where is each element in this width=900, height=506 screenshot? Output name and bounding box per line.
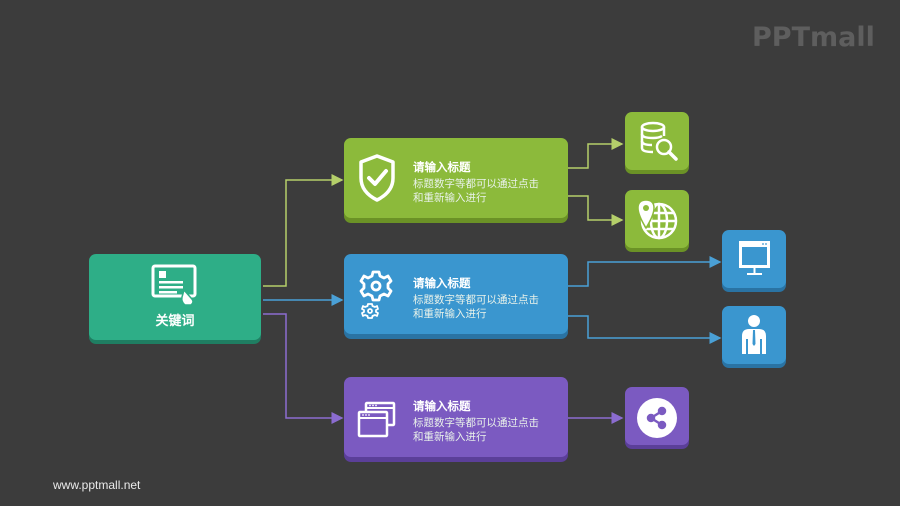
- desc-line-2: 和重新输入进行: [413, 307, 487, 320]
- database-search-icon: [640, 121, 678, 161]
- branch-card-purple[interactable]: 请输入标题 标题数字等都可以通过点击 和重新输入进行: [344, 377, 568, 457]
- root-label: 关键词: [155, 314, 195, 329]
- gears-icon: [359, 270, 393, 319]
- card-description: 标题数字等都可以通过点击 和重新输入进行: [413, 294, 563, 321]
- monitor-icon: [739, 241, 770, 275]
- card-description: 标题数字等都可以通过点击 和重新输入进行: [413, 417, 563, 444]
- tile-share[interactable]: [625, 387, 689, 445]
- pptmall-logo: PPTmall: [752, 22, 875, 53]
- root-node[interactable]: 关键词: [89, 254, 261, 340]
- touch-document-icon: [151, 264, 197, 306]
- branch-card-blue[interactable]: 请输入标题 标题数字等都可以通过点击 和重新输入进行: [344, 254, 568, 334]
- branch-card-green[interactable]: 请输入标题 标题数字等都可以通过点击 和重新输入进行: [344, 138, 568, 218]
- card-title: 请输入标题: [413, 160, 471, 174]
- businessman-icon: [742, 315, 766, 354]
- card-title: 请输入标题: [413, 276, 471, 290]
- shield-check-icon: [359, 154, 395, 202]
- desc-line-2: 和重新输入进行: [413, 430, 487, 443]
- desc-line-2: 和重新输入进行: [413, 191, 487, 204]
- globe-location-icon: [637, 199, 678, 240]
- windows-icon: [357, 401, 396, 438]
- tile-monitor[interactable]: [722, 230, 786, 288]
- website-url: www.pptmall.net: [53, 478, 141, 492]
- tile-globe-location[interactable]: [625, 190, 689, 248]
- card-title: 请输入标题: [413, 399, 471, 413]
- share-icon: [637, 398, 677, 438]
- desc-line-1: 标题数字等都可以通过点击: [413, 294, 539, 306]
- tile-businessman[interactable]: [722, 306, 786, 364]
- desc-line-1: 标题数字等都可以通过点击: [413, 417, 539, 429]
- tile-database-search[interactable]: [625, 112, 689, 170]
- card-description: 标题数字等都可以通过点击 和重新输入进行: [413, 178, 563, 205]
- desc-line-1: 标题数字等都可以通过点击: [413, 178, 539, 190]
